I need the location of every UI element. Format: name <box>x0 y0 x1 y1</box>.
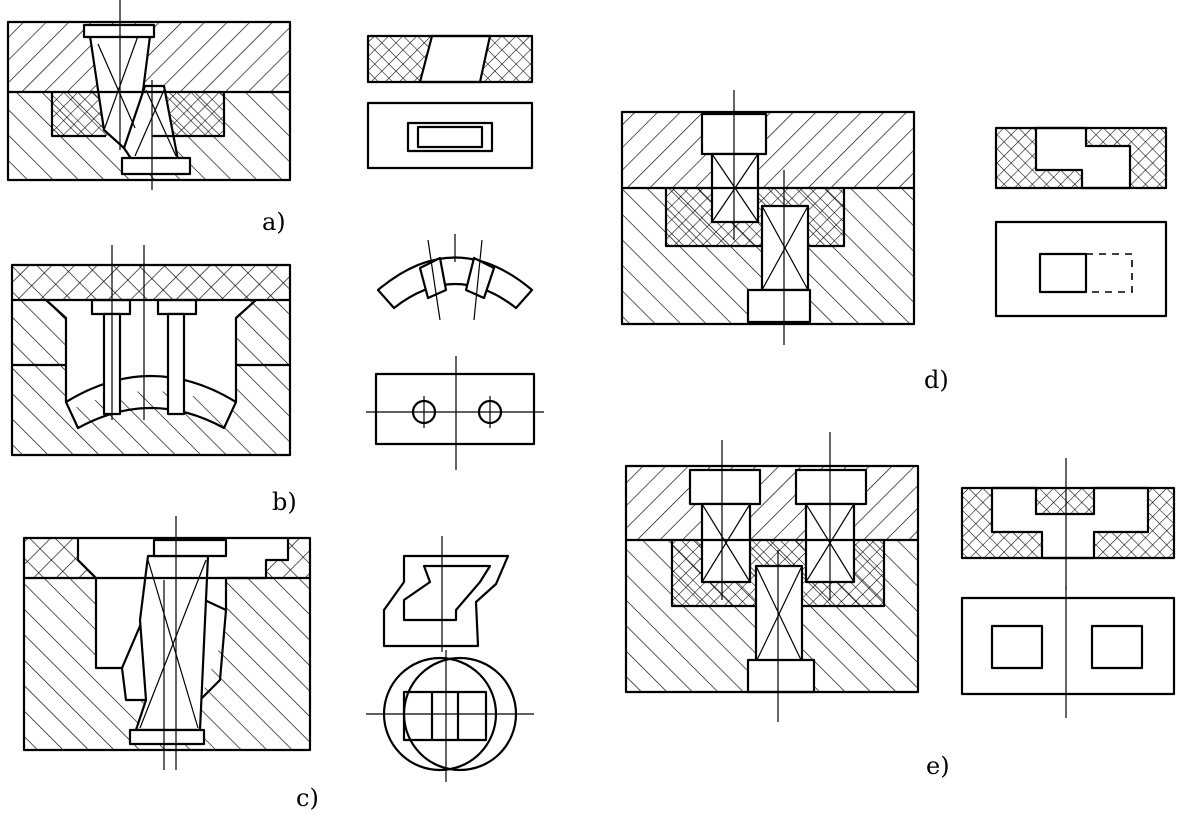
panel-c-part-section <box>382 536 510 652</box>
panel-e: e) <box>624 432 1176 780</box>
panel-d: d) <box>620 90 1168 394</box>
panel-b-mold-section <box>10 245 292 457</box>
panel-e-part-plan-view <box>960 586 1176 718</box>
panel-a-part-section <box>366 34 534 84</box>
panel-e-label: e) <box>926 752 950 780</box>
panel-d-label: d) <box>924 366 949 394</box>
panel-b-part-arc-section <box>376 234 534 321</box>
panel-e-mold-section <box>624 432 920 722</box>
panel-b-label: b) <box>272 488 297 516</box>
panel-a-mold-section <box>6 0 292 190</box>
panel-a-part-plan-view <box>366 101 534 170</box>
panel-e-part-section <box>960 458 1176 590</box>
panel-c-part-plan-view <box>366 650 534 782</box>
panel-d-part-plan-view <box>994 220 1168 318</box>
panel-d-mold-section <box>620 90 916 345</box>
panel-c-label: c) <box>296 784 319 812</box>
panel-a: a) <box>6 0 534 236</box>
panel-d-part-section <box>994 126 1168 190</box>
panel-c-mold-section <box>22 516 312 770</box>
panel-c: c) <box>22 516 534 812</box>
panel-a-label: a) <box>262 208 286 236</box>
panel-b-part-plan-view <box>366 356 544 470</box>
panel-b: b) <box>10 234 544 516</box>
